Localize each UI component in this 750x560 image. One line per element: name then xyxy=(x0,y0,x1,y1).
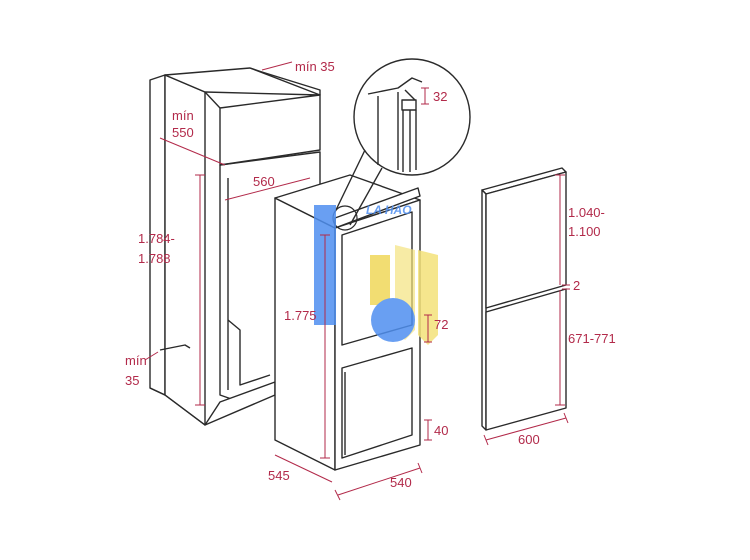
label-1784-a: 1.784- xyxy=(138,231,175,246)
logo-blue-circle xyxy=(371,298,415,342)
label-door-bottom: 671-771 xyxy=(568,331,616,346)
label-min35-top: mín 35 xyxy=(295,59,335,74)
label-72: 72 xyxy=(434,317,448,332)
label-min35-bottom-a: mín xyxy=(125,353,147,368)
cabinet-inner-wall xyxy=(219,165,241,403)
label-min35-bottom-b: 35 xyxy=(125,373,139,388)
label-1775: 1.775 xyxy=(284,308,317,323)
logo-yellow-ribbon xyxy=(418,250,438,345)
door-panel-lower xyxy=(485,288,567,431)
label-door-width: 600 xyxy=(518,432,540,447)
label-540: 540 xyxy=(390,475,412,490)
cabinet-niche xyxy=(149,67,321,426)
dimension-labels: mín 35 mín 550 560 1.784- 1.788 mín 35 1… xyxy=(125,59,616,490)
cabinet-top-rim xyxy=(249,67,321,95)
detail-magnifier xyxy=(332,58,471,231)
label-1784-b: 1.788 xyxy=(138,251,171,266)
label-min550-a: mín xyxy=(172,108,194,123)
label-32: 32 xyxy=(433,89,447,104)
label-40: 40 xyxy=(434,423,448,438)
label-min550-b: 550 xyxy=(172,125,194,140)
fridge-lower-door xyxy=(341,347,413,459)
label-545: 545 xyxy=(268,468,290,483)
label-door-top-b: 1.100 xyxy=(568,224,601,239)
label-560: 560 xyxy=(253,174,275,189)
logo-text: LA HAO xyxy=(366,203,412,217)
door-panel-upper xyxy=(485,171,567,309)
cabinet-floor xyxy=(204,381,276,426)
door-panel xyxy=(481,167,567,431)
label-door-top-a: 1.040- xyxy=(568,205,605,220)
detail-circle xyxy=(353,58,471,176)
label-door-gap: 2 xyxy=(573,278,580,293)
cabinet-upper-block xyxy=(219,94,321,166)
dimension-lines xyxy=(144,61,570,501)
